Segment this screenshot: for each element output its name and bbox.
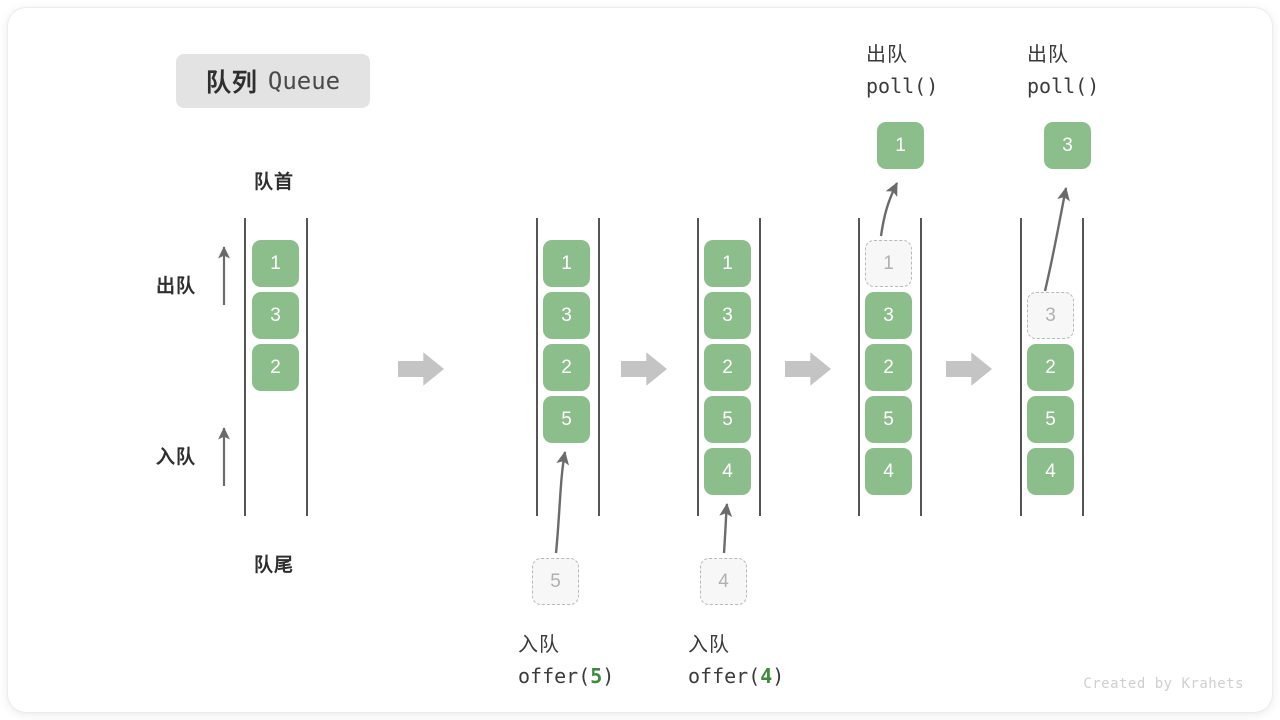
queue-item: 1: [543, 240, 590, 287]
queue-rail-left: [536, 218, 538, 516]
removed-element-ghost: 1: [865, 240, 912, 287]
step-caption-code: poll(): [1027, 74, 1100, 98]
queue-item: 5: [1027, 396, 1074, 443]
queue-rail-right: [1082, 218, 1084, 516]
polled-element: 3: [1044, 122, 1091, 169]
offer-5-flow-arrow-icon: [554, 451, 570, 554]
diagram-title-chip: 队列 Queue: [176, 54, 370, 108]
polled-element: 1: [877, 122, 924, 169]
queue-rail-left: [1020, 218, 1022, 516]
label-enqueue: 入队: [156, 447, 197, 468]
incoming-element-ghost: 5: [532, 558, 579, 605]
step-transition-arrow-icon: [621, 352, 667, 386]
queue-item: 1: [252, 240, 299, 287]
queue-rail-right: [759, 218, 761, 516]
poll-1-flow-arrow-icon: [879, 182, 899, 237]
step-transition-arrow-icon: [398, 352, 444, 386]
removed-element-ghost: 3: [1027, 292, 1074, 339]
code-arg: 5: [590, 664, 603, 688]
code-close: ): [772, 664, 785, 688]
queue-item: 2: [543, 344, 590, 391]
queue-rail-right: [598, 218, 600, 516]
label-queue-tail: 队尾: [253, 555, 294, 576]
queue-item: 4: [1027, 448, 1074, 495]
incoming-element-ghost: 4: [700, 558, 747, 605]
code-fn: offer(: [688, 664, 761, 688]
step-caption-cn: 入队: [518, 634, 560, 656]
poll-3-flow-arrow-icon: [1043, 187, 1070, 292]
queue-item: 2: [252, 344, 299, 391]
code-fn: offer(: [518, 664, 591, 688]
title-en: Queue: [267, 67, 341, 95]
code-arg: 4: [760, 664, 773, 688]
label-queue-head: 队首: [253, 172, 294, 193]
queue-item: 3: [865, 292, 912, 339]
queue-item: 4: [865, 448, 912, 495]
title-cn: 队列: [205, 69, 258, 97]
queue-item-new: 5: [543, 396, 590, 443]
queue-item-new: 4: [704, 448, 751, 495]
queue-rail-right: [920, 218, 922, 516]
queue-rail-left: [858, 218, 860, 516]
step-caption-code: offer(5): [518, 664, 614, 688]
code-close: ): [602, 664, 615, 688]
queue-item: 2: [704, 344, 751, 391]
offer-4-flow-arrow-icon: [719, 503, 733, 554]
queue-rail-right: [306, 218, 308, 516]
queue-item: 2: [865, 344, 912, 391]
step-caption-code: poll(): [866, 74, 939, 98]
step-transition-arrow-icon: [946, 352, 992, 386]
queue-item: 1: [704, 240, 751, 287]
queue-item: 5: [704, 396, 751, 443]
queue-rail-left: [697, 218, 699, 516]
step-caption-code: offer(4): [688, 664, 784, 688]
label-dequeue: 出队: [156, 276, 197, 297]
queue-item: 3: [252, 292, 299, 339]
queue-item: 5: [865, 396, 912, 443]
queue-item: 3: [704, 292, 751, 339]
queue-item: 3: [543, 292, 590, 339]
step-transition-arrow-icon: [785, 352, 831, 386]
watermark-credit: Created by Krahets: [1083, 676, 1244, 692]
queue-rail-left: [244, 218, 246, 516]
queue-item: 2: [1027, 344, 1074, 391]
diagram-card: 队列 Queue 队首 队尾 出队 入队 1 3 2 1 3 2 5 5 入队 …: [8, 8, 1272, 712]
step-caption-cn: 出队: [1027, 44, 1069, 66]
step-caption-cn: 出队: [866, 44, 908, 66]
step-caption-cn: 入队: [688, 634, 730, 656]
